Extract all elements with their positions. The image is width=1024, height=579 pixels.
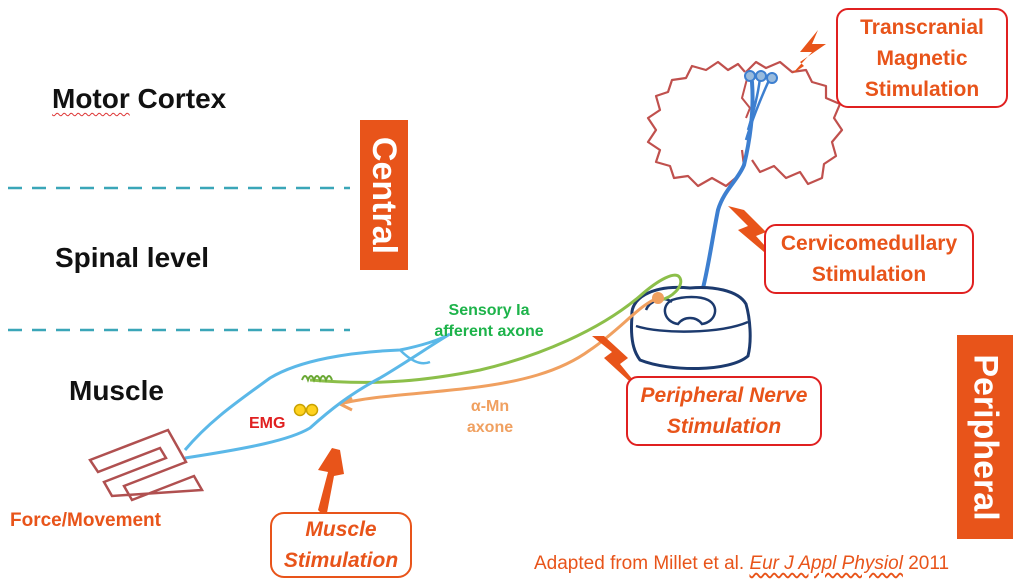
alpha-motor-axon [339, 296, 659, 406]
cervicomedullary-line: Cervicomedullary [780, 232, 958, 255]
level-motor-cortex-word1: Motor [52, 83, 130, 114]
credit-prefix: Adapted from Millet et al. [534, 553, 745, 574]
force-movement-label: Force/Movement [10, 510, 161, 531]
corticospinal-tract [668, 80, 755, 304]
tms-line: Stimulation [864, 77, 980, 101]
peripheral-bar: Peripheral [957, 335, 1013, 539]
alpha-mn-label: α-Mn axone [440, 396, 540, 438]
level-spinal: Spinal level [55, 242, 210, 273]
muscle-outline [183, 332, 451, 460]
level-motor-cortex-word2: Cortex [137, 83, 227, 114]
peripheral-bar-label: Peripheral [966, 353, 1005, 521]
peripheral-nerve-bolt-icon [592, 336, 638, 386]
sensory-line: Sensory Ia [448, 302, 530, 319]
central-bar: Central [360, 120, 408, 270]
emg-electrode [293, 403, 307, 417]
cervicomedullary-box: Cervicomedullary Stimulation [764, 224, 974, 294]
sensory-label: Sensory Ia afferent axone [414, 300, 564, 342]
tms-line: Magnetic [876, 46, 968, 70]
sensory-afferent-axon [309, 273, 683, 384]
motor-neuron-soma [652, 292, 664, 304]
muscle-spindle [301, 375, 333, 383]
cervicomedullary-line: Stimulation [811, 263, 927, 286]
cortical-neuron [744, 70, 756, 82]
peripheral-nerve-line: Peripheral Nerve [640, 384, 808, 407]
level-motor-cortex: Motor Cortex [52, 83, 226, 115]
cortical-branch [746, 77, 762, 131]
sensory-line: afferent axone [434, 323, 544, 340]
muscle-fiber [399, 349, 431, 365]
muscle-bolt-icon [318, 448, 344, 518]
force-transducer [88, 428, 205, 502]
central-bar-label: Central [365, 136, 404, 254]
peripheral-nerve-line: Stimulation [666, 415, 782, 438]
emg-electrode [305, 403, 319, 417]
alpha-mn-line: axone [466, 419, 514, 436]
muscle-stimulation-line: Stimulation [283, 549, 399, 572]
credit-year: 2011 [908, 553, 950, 574]
tms-line: Transcranial [860, 15, 984, 39]
source-credit: Adapted from Millet et al. Eur J Appl Ph… [534, 553, 949, 575]
tms-box: Transcranial Magnetic Stimulation [836, 8, 1008, 108]
tms-bolt-icon [792, 30, 826, 74]
emg-label: EMG [249, 415, 286, 432]
cortical-branch [744, 77, 772, 141]
credit-journal: Eur J Appl Physiol [749, 553, 903, 574]
level-muscle: Muscle [69, 375, 164, 406]
cortical-neuron [766, 72, 778, 84]
muscle-stimulation-box: Muscle Stimulation [270, 512, 412, 578]
peripheral-nerve-box: Peripheral Nerve Stimulation [626, 376, 822, 446]
brain-outline [646, 60, 844, 188]
muscle-stimulation-line: Muscle [305, 518, 377, 541]
grey-matter [663, 295, 717, 326]
cortical-neuron [755, 70, 767, 82]
brain-fissure [740, 74, 752, 119]
alpha-mn-line: α-Mn [470, 398, 510, 415]
spinal-cord-rim [635, 320, 749, 333]
spinal-cord [630, 285, 752, 371]
